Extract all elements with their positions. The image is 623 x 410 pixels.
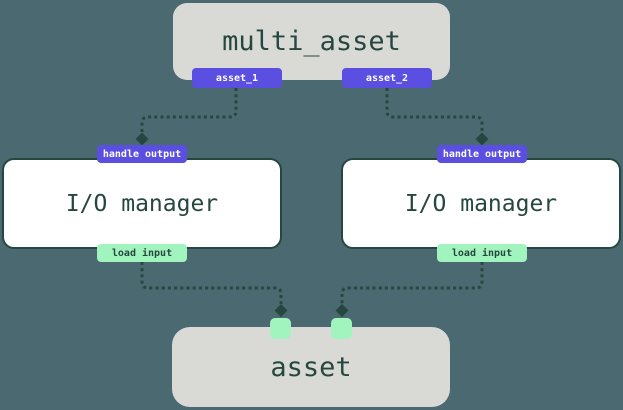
handle-output-badge-left: handle output — [97, 145, 187, 163]
asset-label: asset — [270, 351, 352, 383]
io-manager-node-right: I/O manager — [341, 158, 621, 249]
arrowhead-diamond-icon — [475, 132, 489, 146]
edge-load-input-left-to-asset — [140, 262, 283, 304]
edge-asset1-to-handle-output — [140, 88, 238, 133]
asset-node: asset — [172, 327, 450, 407]
edge-asset2-to-handle-output — [385, 88, 484, 133]
io-manager-left-label: I/O manager — [65, 190, 219, 217]
output-badge-asset-1: asset_1 — [192, 68, 282, 88]
arrowhead-diamond-icon — [274, 304, 288, 317]
handle-output-badge-right: handle output — [437, 145, 527, 163]
asset-input-handle-right — [331, 318, 352, 339]
io-manager-node-left: I/O manager — [2, 158, 282, 249]
output-badge-asset-2: asset_2 — [342, 68, 432, 88]
arrowhead-diamond-icon — [135, 132, 149, 146]
asset-input-handle-left — [270, 318, 291, 339]
io-manager-right-label: I/O manager — [404, 190, 558, 217]
multi-asset-node: multi_asset — [173, 3, 450, 80]
load-input-left-label: load input — [111, 247, 173, 259]
load-input-right-label: load input — [451, 247, 513, 259]
output-badge-asset-2-label: asset_2 — [365, 72, 409, 84]
load-input-badge-left: load input — [97, 244, 187, 262]
load-input-badge-right: load input — [437, 244, 527, 262]
handle-output-right-label: handle output — [442, 148, 522, 160]
handle-output-left-label: handle output — [102, 148, 182, 160]
output-badge-asset-1-label: asset_1 — [215, 72, 259, 84]
multi-asset-label: multi_asset — [222, 26, 401, 57]
edge-load-input-right-to-asset — [340, 262, 484, 304]
arrowhead-diamond-icon — [335, 304, 349, 317]
